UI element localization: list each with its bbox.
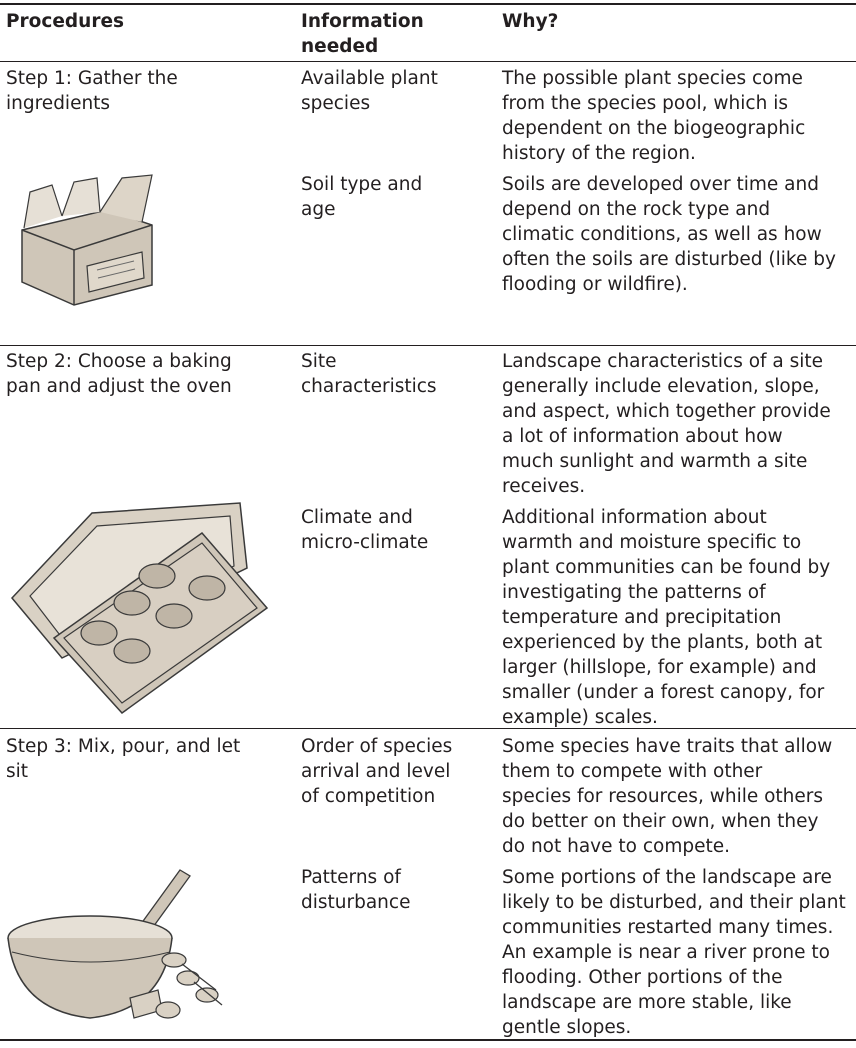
baking-pans-icon	[2, 488, 282, 716]
step-1-why-1: The possible plant species come from the…	[502, 68, 806, 164]
step-3-why-1: Some species have traits that allow them…	[502, 736, 833, 857]
bottom-rule	[0, 1039, 856, 1041]
step-1-why-2: Soils are developed over time and depend…	[502, 174, 836, 295]
header-information-needed: Information needed	[301, 11, 424, 57]
step-3-why-2: Some portions of the landscape are likel…	[502, 867, 846, 1038]
step-2-info-1: Site characteristics	[301, 351, 437, 397]
row-rule-1	[0, 345, 856, 346]
step-2-info-2: Climate and micro-climate	[301, 507, 429, 553]
step-2-why-2: Additional information about warmth and …	[502, 507, 831, 728]
step-2-procedure: Step 2: Choose a baking pan and adjust t…	[6, 351, 232, 397]
header-why: Why?	[502, 11, 559, 32]
step-1-info-1: Available plant species	[301, 68, 438, 114]
header-procedures: Procedures	[6, 11, 125, 32]
recipe-box-icon	[2, 170, 172, 310]
top-rule	[0, 3, 856, 5]
step-3-info-2: Patterns of disturbance	[301, 867, 411, 913]
step-1-procedure: Step 1: Gather the ingredients	[6, 68, 178, 114]
header-rule	[0, 61, 856, 62]
step-1-info-2: Soil type and age	[301, 174, 423, 220]
step-3-procedure: Step 3: Mix, pour, and let sit	[6, 736, 241, 782]
step-3-info-1: Order of species arrival and level of co…	[301, 736, 453, 807]
step-2-why-1: Landscape characteristics of a site gene…	[502, 351, 831, 497]
mixing-bowl-icon	[2, 860, 242, 1030]
row-rule-2	[0, 728, 856, 729]
